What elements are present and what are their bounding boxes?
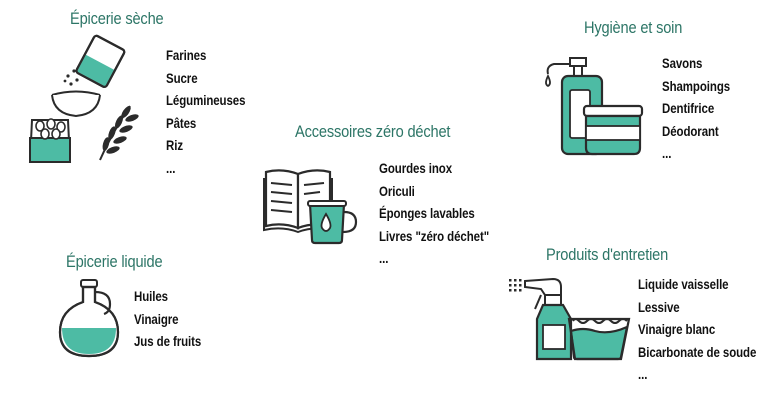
list-item: Vinaigre — [134, 310, 179, 327]
flour-bowl-coffee-wheat-icon — [28, 34, 139, 163]
list-item: ... — [379, 250, 389, 266]
list-item: Oriculi — [379, 182, 415, 199]
list-item: Sucre — [166, 69, 198, 86]
section-title: Produits d'entretien — [546, 245, 669, 264]
list-item: Lessive — [638, 298, 680, 315]
item-list: Liquide vaisselle Lessive Vinaigre blanc… — [638, 273, 768, 386]
list-item: ... — [166, 159, 176, 176]
list-item: Riz — [166, 137, 183, 153]
list-item: ... — [638, 366, 648, 382]
list-item: Shampoings — [662, 77, 731, 94]
section-title: Épicerie sèche — [70, 9, 164, 28]
spray-bottle-basin-icon — [509, 277, 631, 361]
list-item: Savons — [662, 55, 703, 71]
list-item: Jus de fruits — [134, 333, 202, 349]
list-item: Huiles — [134, 288, 168, 304]
item-list: Huiles Vinaigre Jus de fruits — [134, 285, 216, 353]
list-item: Livres "zéro déchet" — [379, 227, 490, 244]
item-list: Gourdes inox Oriculi Éponges lavables Li… — [379, 157, 513, 270]
list-item: Liquide vaisselle — [638, 276, 729, 292]
item-list: Savons Shampoings Dentifrice Déodorant .… — [662, 52, 745, 165]
list-item: ... — [662, 145, 672, 161]
list-item: Bicarbonate de soude — [638, 343, 757, 360]
list-item: Vinaigre blanc — [638, 321, 716, 337]
oil-jug-icon — [58, 279, 120, 358]
list-item: Farines — [166, 47, 207, 63]
list-item: Dentifrice — [662, 100, 715, 116]
list-item: Pâtes — [166, 114, 197, 131]
item-list: Farines Sucre Légumineuses Pâtes Riz ... — [166, 44, 263, 179]
section-title: Hygiène et soin — [584, 18, 683, 37]
section-title: Épicerie liquide — [66, 252, 163, 271]
book-mug-icon — [263, 169, 358, 245]
list-item: Déodorant — [662, 122, 719, 139]
list-item: Éponges lavables — [379, 205, 475, 221]
soap-bottle-jar-icon — [545, 57, 644, 156]
list-item: Gourdes inox — [379, 160, 453, 176]
section-title: Accessoires zéro déchet — [295, 122, 451, 141]
list-item: Légumineuses — [166, 92, 246, 108]
